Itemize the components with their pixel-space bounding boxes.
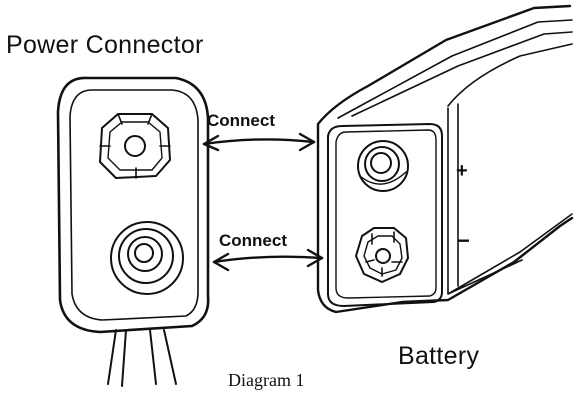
battery-body <box>316 4 574 314</box>
connector-bottom-socket <box>110 221 184 295</box>
battery-side-face <box>447 103 573 295</box>
diagram-caption: Diagram 1 <box>228 370 305 390</box>
connect-label-top: Connect <box>207 111 275 130</box>
connect-arrow-top <box>202 132 316 152</box>
connect-label-bottom: Connect <box>219 231 287 250</box>
power-connector-label: Power Connector <box>6 31 204 59</box>
positive-sign: + <box>456 160 468 182</box>
battery-front-face <box>327 123 443 307</box>
connector-top-socket <box>99 113 171 179</box>
connector-wires <box>107 329 177 387</box>
connector-inner-rim <box>69 89 199 321</box>
connector-body <box>56 76 210 334</box>
battery-label: Battery <box>398 342 480 370</box>
connect-arrow-bottom <box>212 248 324 272</box>
negative-sign: − <box>457 228 470 253</box>
battery-top-face <box>337 19 573 119</box>
battery-negative-terminal <box>355 227 409 283</box>
snap-connector-illustration <box>56 76 210 387</box>
battery-illustration <box>316 4 574 314</box>
battery-positive-terminal <box>357 140 409 192</box>
